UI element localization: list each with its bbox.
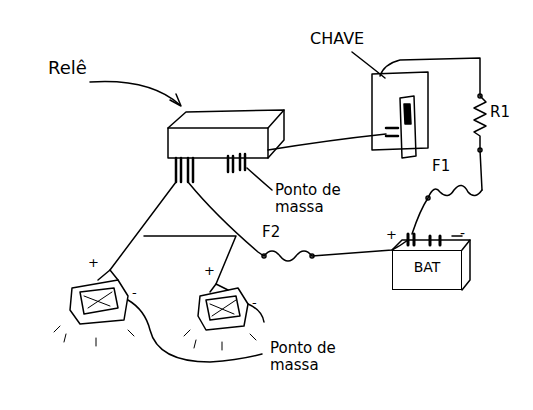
lamp-back <box>98 270 118 280</box>
label-text: Relê <box>48 58 87 78</box>
light-rays <box>54 326 134 346</box>
label-text: F2 <box>262 224 280 241</box>
relay-side <box>268 110 284 158</box>
switch-pins <box>386 128 398 136</box>
label-text: - <box>460 226 465 241</box>
battery-side <box>462 240 470 290</box>
label-text: + <box>386 228 397 242</box>
resistor-symbol <box>474 96 486 150</box>
lamp-lens-mark <box>210 300 236 316</box>
terminal <box>478 94 482 98</box>
battery-box: BAT <box>392 250 462 290</box>
fuse-symbol <box>428 185 482 198</box>
leader-arrow <box>90 81 180 105</box>
terminal <box>262 254 266 258</box>
label-text: F1 <box>432 158 450 175</box>
wire <box>110 182 176 270</box>
wire <box>188 182 264 256</box>
lamp-lens <box>80 288 118 314</box>
label-text: Ponto de massa <box>275 182 365 215</box>
lamp <box>70 280 128 324</box>
lamp-back <box>210 284 228 292</box>
lamp-lens-mark <box>84 292 112 308</box>
lamp-lens <box>206 296 240 320</box>
wire <box>412 198 428 234</box>
label-text: R1 <box>490 104 510 121</box>
relay-top <box>168 110 284 128</box>
lamp <box>198 288 248 330</box>
label-text: - <box>252 296 257 310</box>
label-text: - <box>132 286 137 300</box>
switch-rocker-mark <box>404 104 411 124</box>
light-rays <box>184 330 256 350</box>
relay-front <box>168 128 268 158</box>
label-text: + <box>88 256 99 270</box>
wire <box>480 150 482 190</box>
arrow-head <box>170 94 181 106</box>
switch-rocker <box>400 96 416 158</box>
leader-line <box>247 168 272 190</box>
wire <box>128 300 262 362</box>
battery-terminals <box>408 234 440 245</box>
relay-pins <box>176 154 245 182</box>
label-text: Ponto de massa <box>270 340 360 373</box>
wire <box>144 236 236 284</box>
battery-label: BAT <box>414 259 441 275</box>
label-text: + <box>204 264 215 278</box>
fuse-symbol <box>264 251 312 261</box>
label-text: CHAVE <box>310 30 364 48</box>
wire <box>268 134 386 150</box>
wire <box>380 58 480 96</box>
